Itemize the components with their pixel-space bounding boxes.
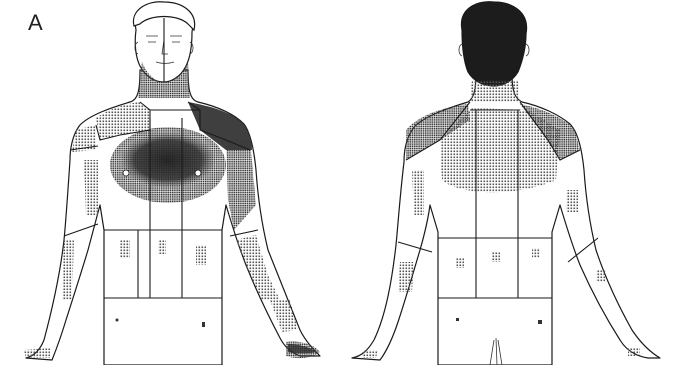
front-left-forearm-stipple xyxy=(62,240,74,300)
front-left-upper-arm-stipple xyxy=(84,160,98,215)
front-nipple-right xyxy=(195,170,201,176)
back-lower-spot-2 xyxy=(492,252,500,262)
back-right-hand-stipple xyxy=(628,348,640,356)
back-dimple-right xyxy=(538,320,542,324)
back-right-upper-arm-stipple xyxy=(566,190,578,212)
back-neck-stipple xyxy=(470,80,520,102)
front-chest-dark xyxy=(120,132,216,188)
front-abdomen-spot-1 xyxy=(120,240,130,258)
back-lower-spot-3 xyxy=(532,248,540,258)
front-nipple-left xyxy=(123,170,129,176)
back-left-hand-stipple xyxy=(362,350,378,358)
back-head-hair xyxy=(461,2,526,86)
back-lower-spot-1 xyxy=(456,258,464,268)
front-abdomen-spot-2 xyxy=(158,240,166,254)
front-navel-dot-left xyxy=(116,319,119,322)
back-dimple-left xyxy=(456,318,459,321)
front-body-outline xyxy=(26,70,320,365)
front-abdomen-spot-3 xyxy=(196,245,206,265)
front-view xyxy=(24,2,320,365)
back-left-forearm-stipple xyxy=(398,262,414,292)
back-right-forearm-stipple xyxy=(596,270,606,282)
back-view xyxy=(352,2,660,365)
front-navel-dot-right xyxy=(202,322,205,327)
front-left-hand-stipple xyxy=(24,348,50,358)
back-left-upper-arm-stipple xyxy=(412,170,424,215)
